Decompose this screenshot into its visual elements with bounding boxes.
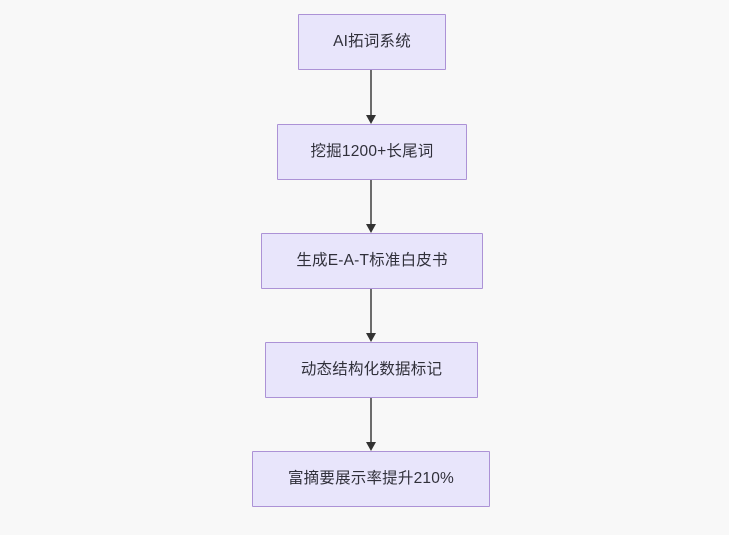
edge-line (370, 180, 372, 225)
edge-line (370, 70, 372, 116)
flowchart-node-n4[interactable]: 动态结构化数据标记 (265, 342, 478, 398)
flowchart-node-label: 挖掘1200+长尾词 (310, 142, 434, 160)
flowchart-edge-e1 (364, 70, 378, 124)
flowchart-node-label: 富摘要展示率提升210% (287, 469, 455, 487)
flowchart-node-n3[interactable]: 生成E-A-T标准白皮书 (261, 233, 483, 289)
arrow-down-icon (366, 115, 376, 124)
flowchart-node-label: 生成E-A-T标准白皮书 (296, 251, 448, 269)
flowchart-node-n1[interactable]: AI拓词系统 (298, 14, 446, 70)
flowchart-node-n2[interactable]: 挖掘1200+长尾词 (277, 124, 467, 180)
flowchart-edge-e4 (364, 398, 378, 451)
flowchart-node-n5[interactable]: 富摘要展示率提升210% (252, 451, 490, 507)
flowchart-node-label: AI拓词系统 (333, 32, 411, 50)
flowchart-edge-e3 (364, 289, 378, 342)
edge-line (370, 398, 372, 443)
flowchart-node-label: 动态结构化数据标记 (300, 360, 443, 378)
flowchart-edge-e2 (364, 180, 378, 233)
arrow-down-icon (366, 333, 376, 342)
arrow-down-icon (366, 442, 376, 451)
edge-line (370, 289, 372, 334)
arrow-down-icon (366, 224, 376, 233)
